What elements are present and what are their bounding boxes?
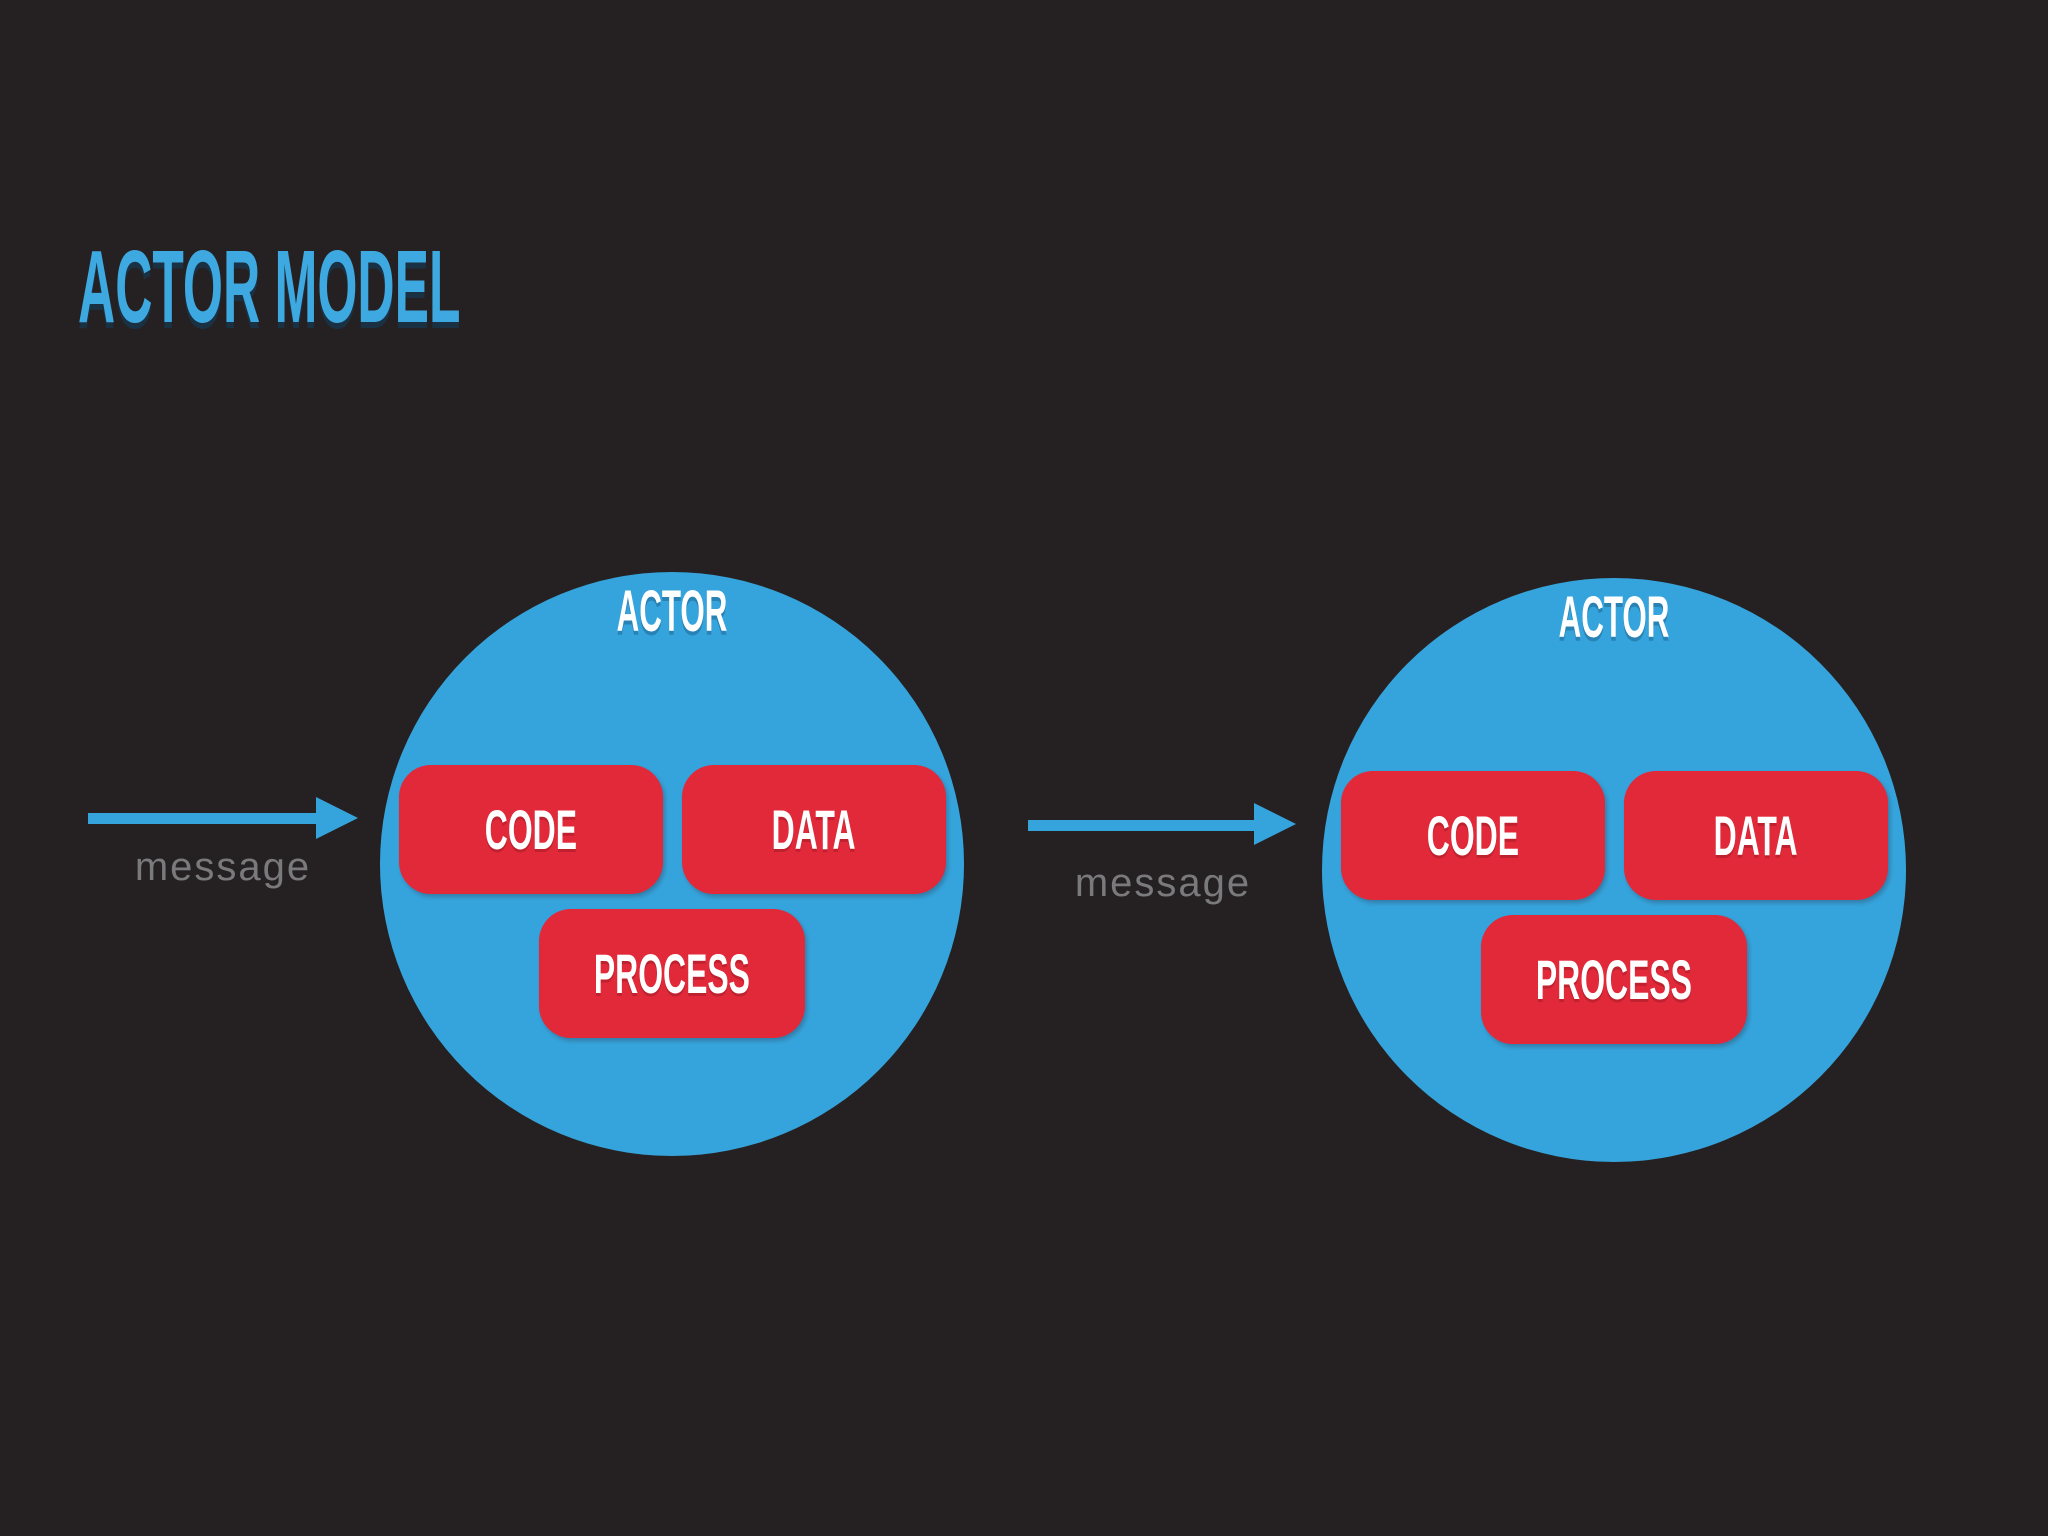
arrow-shaft: [88, 813, 318, 824]
page-title: ACTOR MODEL: [78, 229, 461, 344]
code-box: CODE: [399, 765, 663, 894]
code-box: CODE: [1341, 771, 1605, 900]
data-box: DATA: [682, 765, 946, 894]
data-box: DATA: [1624, 771, 1888, 900]
process-box: PROCESS: [539, 909, 805, 1038]
actor-label: ACTOR: [1558, 585, 1670, 650]
code-label: CODE: [484, 797, 578, 861]
data-label: DATA: [772, 797, 856, 861]
arrowhead-icon: [1254, 803, 1296, 845]
message-arrow-2: [1028, 803, 1298, 847]
arrow-shaft: [1028, 820, 1256, 831]
process-label: PROCESS: [593, 941, 751, 1005]
actor-circle-1: ACTOR CODE DATA PROCESS: [380, 572, 964, 1156]
process-box: PROCESS: [1481, 915, 1747, 1044]
message-label-2: message: [1074, 861, 1252, 905]
message-arrow-1: [88, 796, 358, 840]
data-label: DATA: [1714, 803, 1798, 867]
code-label: CODE: [1426, 803, 1520, 867]
arrowhead-icon: [316, 797, 358, 839]
process-label: PROCESS: [1535, 947, 1693, 1011]
message-label-1: message: [134, 845, 312, 889]
actor-circle-2: ACTOR CODE DATA PROCESS: [1322, 578, 1906, 1162]
actor-label: ACTOR: [616, 579, 728, 644]
